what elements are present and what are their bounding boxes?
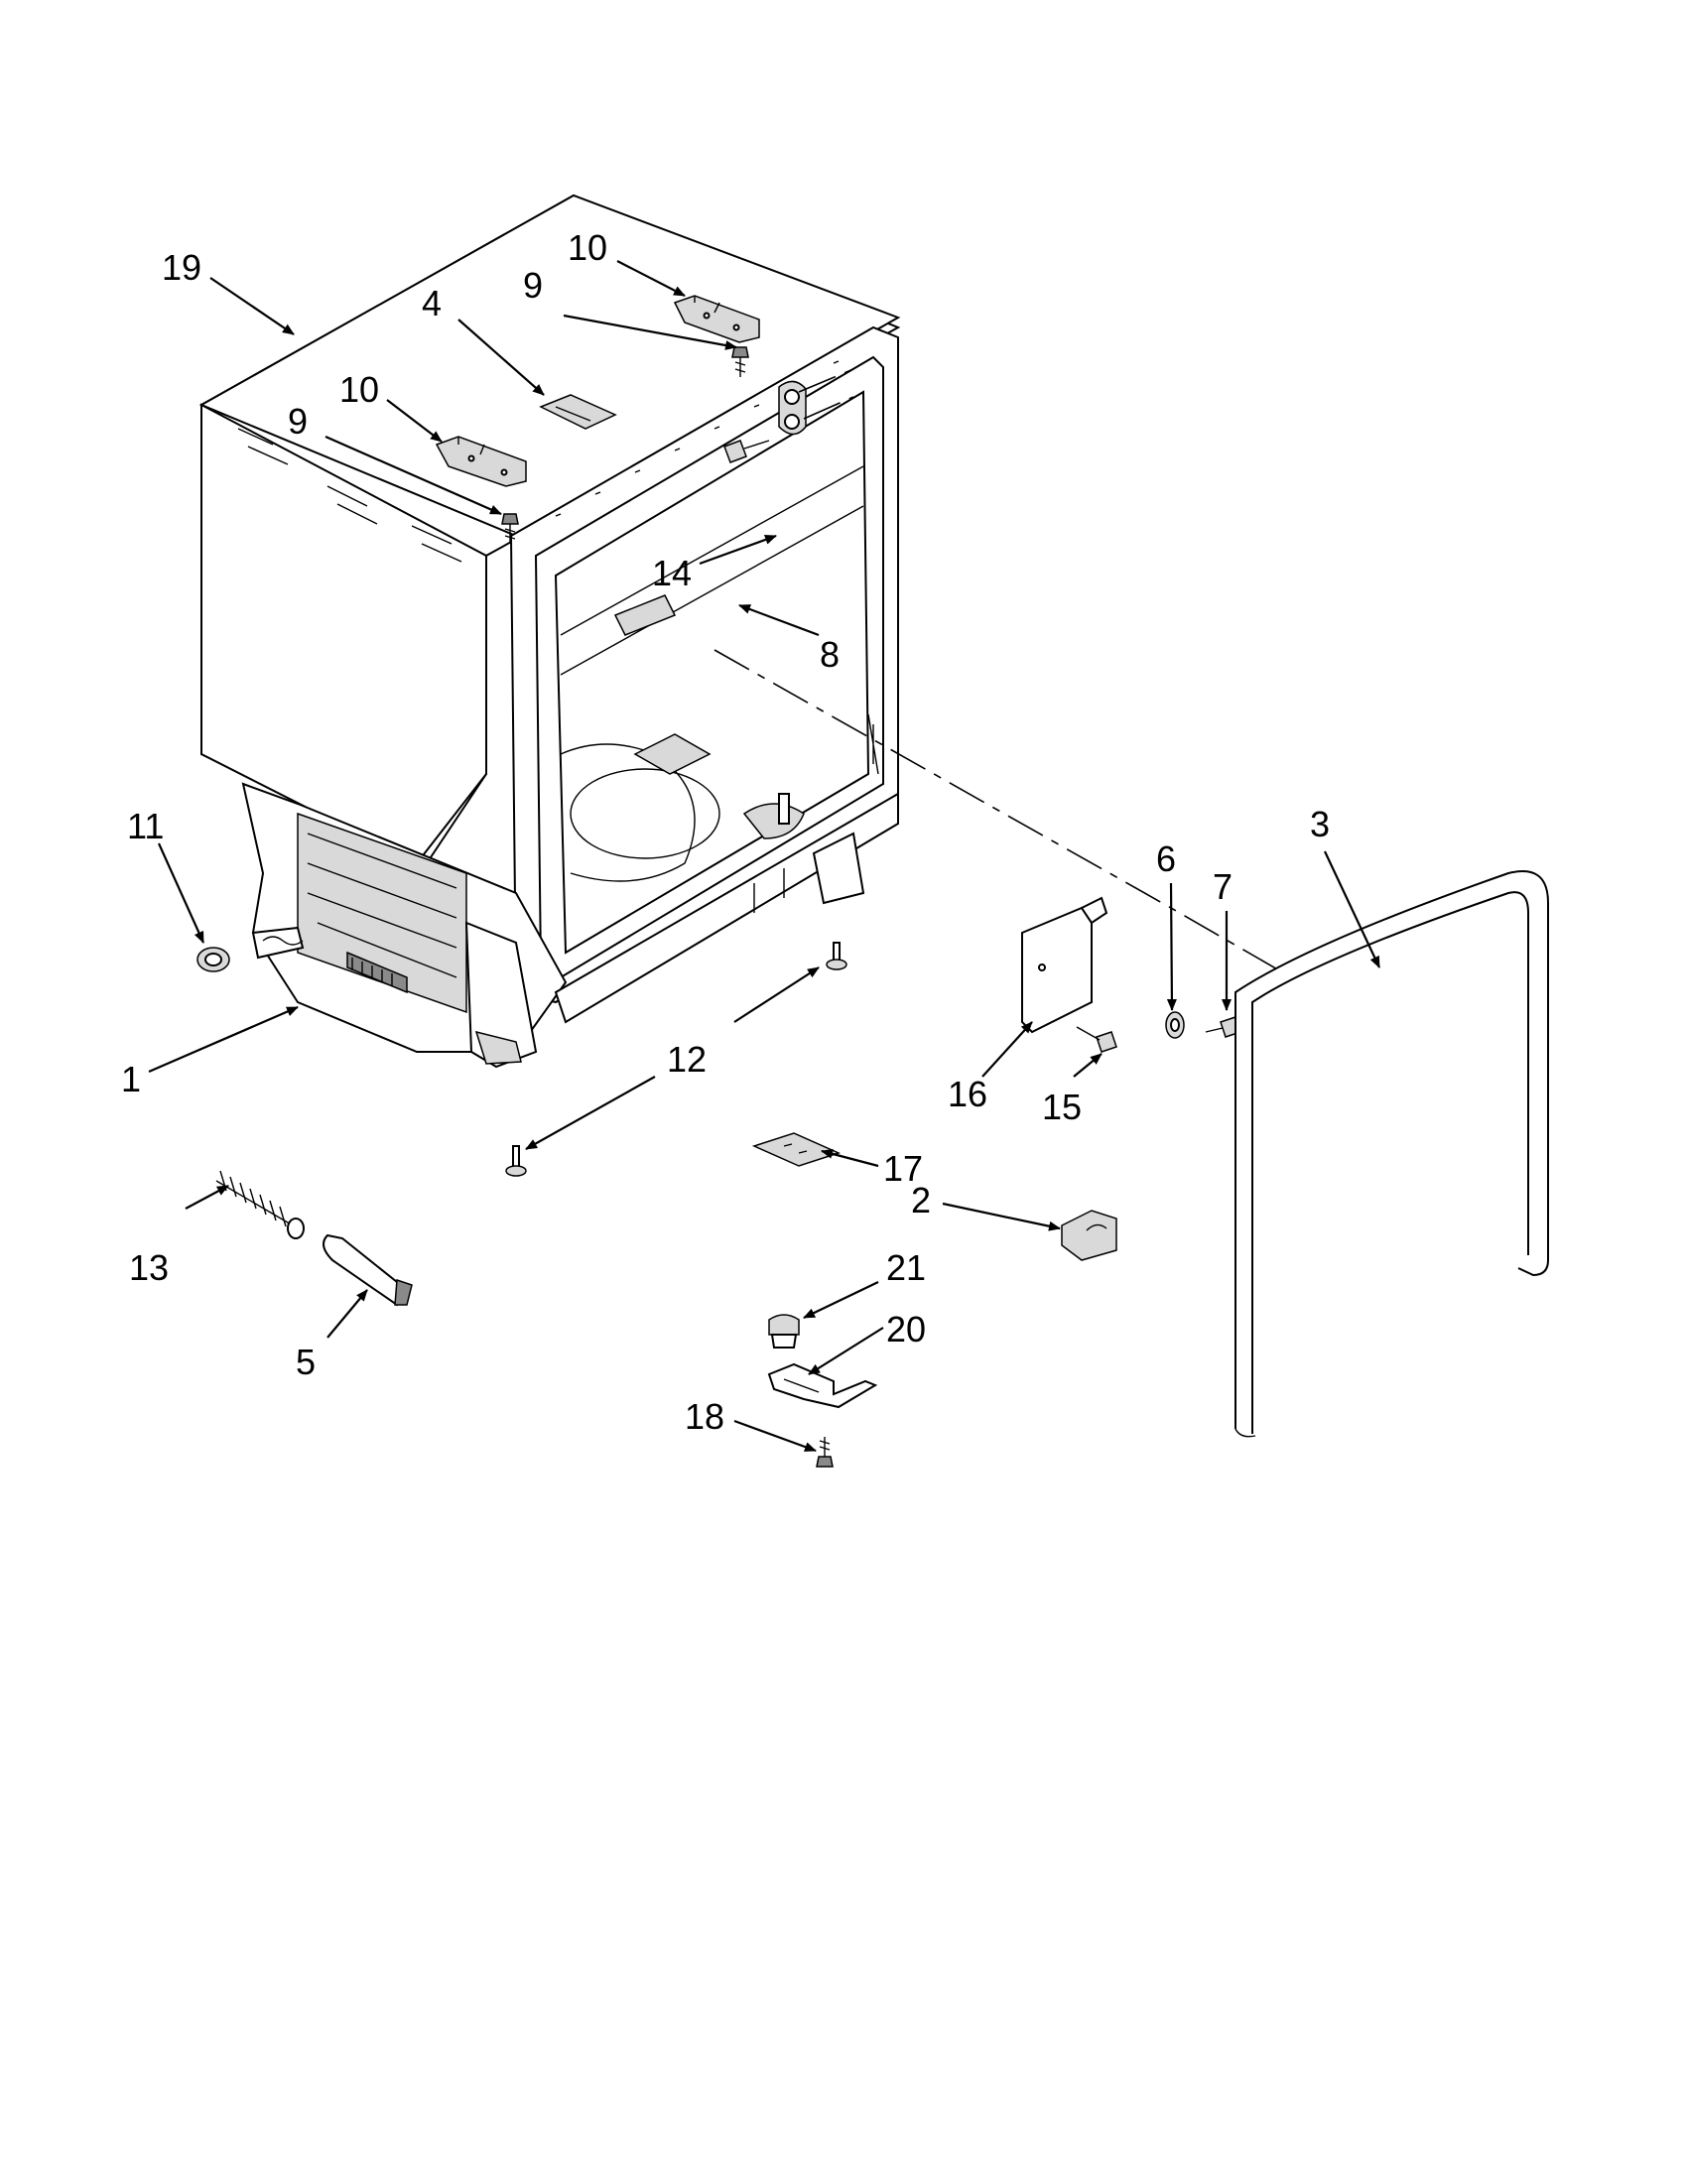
callout-18: 18 — [685, 1396, 724, 1437]
pad-17 — [751, 1132, 842, 1167]
callout-5: 5 — [296, 1342, 316, 1382]
washer-6 — [1165, 1011, 1185, 1039]
screw-8 — [723, 440, 770, 463]
sensor-21 — [768, 1314, 800, 1349]
callout-10-upper: 10 — [568, 227, 607, 268]
leader-lines — [148, 260, 1380, 1453]
callout-20: 20 — [886, 1309, 926, 1349]
callout-19: 19 — [162, 247, 201, 288]
callout-9-lower: 9 — [288, 401, 308, 442]
callout-11: 11 — [127, 806, 164, 846]
callout-8: 8 — [820, 634, 840, 675]
callout-2: 2 — [911, 1180, 931, 1220]
bracket-20 — [767, 1362, 878, 1409]
callout-13: 13 — [129, 1247, 169, 1288]
hinge-bracket-lower — [435, 436, 527, 487]
callout-21: 21 — [886, 1247, 926, 1288]
hinge-bracket-upper — [673, 295, 760, 343]
callout-3: 3 — [1310, 804, 1330, 844]
callout-7: 7 — [1213, 866, 1233, 907]
mount-bracket-14 — [778, 380, 807, 436]
side-bracket-16 — [1021, 896, 1108, 1034]
callout-1: 1 — [121, 1059, 141, 1099]
callout-17: 17 — [883, 1148, 923, 1189]
screw-15 — [1076, 1026, 1117, 1053]
door-gasket — [1234, 870, 1549, 1438]
callout-16: 16 — [948, 1074, 987, 1114]
screw-18 — [816, 1437, 834, 1468]
cap-11 — [196, 947, 230, 972]
screw-lower-left — [501, 513, 519, 544]
callout-15: 15 — [1042, 1087, 1082, 1127]
leveling-leg-left — [505, 1145, 527, 1177]
callout-9-upper: 9 — [523, 265, 543, 306]
callout-6: 6 — [1156, 838, 1176, 879]
clip-2 — [1061, 1210, 1117, 1261]
spring-13 — [215, 1170, 305, 1239]
pad-5 — [323, 1233, 413, 1307]
callout-12: 12 — [667, 1039, 707, 1080]
tub-assembly — [198, 193, 901, 1069]
callout-labels: 19 10 9 4 10 9 14 8 11 1 12 6 7 3 16 15 … — [121, 227, 1330, 1437]
leveling-leg-right — [826, 942, 847, 970]
top-clip — [539, 394, 617, 430]
callout-10-lower: 10 — [339, 369, 379, 410]
callout-14: 14 — [652, 553, 692, 593]
callout-4: 4 — [422, 283, 442, 323]
